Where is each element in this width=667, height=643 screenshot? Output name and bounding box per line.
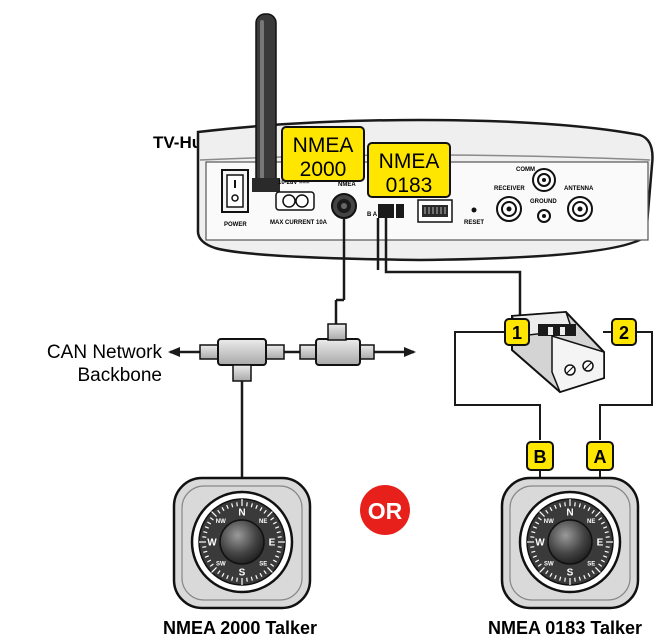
antenna	[252, 13, 280, 192]
compass-knob	[547, 519, 593, 565]
compass-mark: N	[566, 508, 573, 519]
nmea2000-callout: NMEA 2000	[281, 126, 365, 182]
reset-button: RESET	[464, 207, 484, 226]
left-tee-connector	[199, 338, 285, 382]
nmea0183-callout-line1: NMEA	[379, 150, 440, 173]
compass-mark: S	[239, 568, 246, 579]
comm-label: COMM	[516, 167, 535, 173]
wire-tag-a: A	[586, 441, 614, 471]
wire-a	[599, 331, 653, 440]
comm-connector: COMM	[516, 167, 556, 192]
compass-mark: S	[567, 568, 574, 579]
power-label: POWER	[224, 222, 247, 228]
nmea0183-callout: NMEA 0183	[367, 142, 451, 198]
or-badge-label: OR	[368, 498, 403, 524]
wire-tag-b-label: B	[534, 447, 547, 467]
receiver-label: RECEIVER	[494, 186, 525, 192]
wire-tag-1: 1	[504, 318, 530, 346]
compass-mark: W	[535, 538, 545, 549]
antenna-label: ANTENNA	[564, 186, 594, 192]
compass-knob	[219, 519, 265, 565]
nmea2000-talker-device: N NE E SE S SW W NW	[172, 476, 312, 610]
ethernet-port	[417, 199, 453, 223]
nmea2000-callout-line2: 2000	[300, 158, 347, 181]
can-network: CAN Network Backbone	[47, 218, 416, 478]
wire-b	[454, 331, 541, 440]
compass-mark: SE	[587, 561, 595, 567]
compass-mark: SW	[544, 561, 554, 567]
compass-mark: W	[207, 538, 217, 549]
compass-mark: NE	[587, 519, 595, 525]
wire-tag-1-label: 1	[512, 323, 522, 343]
compass-mark: NE	[259, 519, 267, 525]
wire-tag-2: 2	[611, 318, 637, 346]
nmea0183-callout-line2: 0183	[386, 174, 433, 197]
nmea2000-port: NMEA	[331, 182, 357, 219]
power-switch: POWER	[221, 169, 249, 228]
tv-hub: TV-Hub POWER 10-28V === MAX CURRENT 10A	[153, 13, 654, 262]
compass-mark: N	[238, 508, 245, 519]
ground-label: GROUND	[530, 199, 557, 205]
wire-tag-b: B	[526, 441, 554, 471]
voltage-label: 10-28V ===	[278, 180, 310, 186]
backbone-label-line1: CAN Network	[47, 342, 163, 363]
terminal-ba-label: B A	[367, 212, 378, 218]
terminal-block	[510, 310, 605, 394]
receiver-connector: RECEIVER	[494, 186, 525, 222]
backbone-label-line2: Backbone	[77, 365, 162, 386]
nmea0183-wiring: 1 2 B A	[376, 218, 653, 480]
antenna-connector: ANTENNA	[564, 186, 594, 222]
compass-mark: NW	[544, 519, 554, 525]
reset-label: RESET	[464, 220, 484, 226]
nmea2000-talker-label: NMEA 2000 Talker	[163, 618, 317, 638]
wire-tag-2-label: 2	[619, 323, 629, 343]
compass-mark: SE	[259, 561, 267, 567]
wire-tag-a-label: A	[594, 447, 607, 467]
right-tee-connector	[299, 323, 375, 366]
or-badge: OR	[360, 485, 410, 535]
compass-mark: SW	[216, 561, 226, 567]
max-current-label: MAX CURRENT 10A	[270, 220, 328, 226]
compass-mark: E	[597, 538, 604, 549]
dc-input: 10-28V === MAX CURRENT 10A	[270, 180, 328, 226]
nmea0183-terminal: B A	[367, 204, 404, 218]
ground-terminal: GROUND	[530, 199, 557, 223]
compass-mark: E	[269, 538, 276, 549]
nmea0183-cable	[384, 218, 522, 316]
nmea0183-talker-device: N NE E SE S SW W NW	[500, 476, 640, 610]
nmea2000-callout-line1: NMEA	[293, 134, 354, 157]
compass-mark: NW	[216, 519, 226, 525]
nmea0183-talker-label: NMEA 0183 Talker	[488, 618, 642, 638]
nmea-port-label: NMEA	[338, 182, 356, 188]
